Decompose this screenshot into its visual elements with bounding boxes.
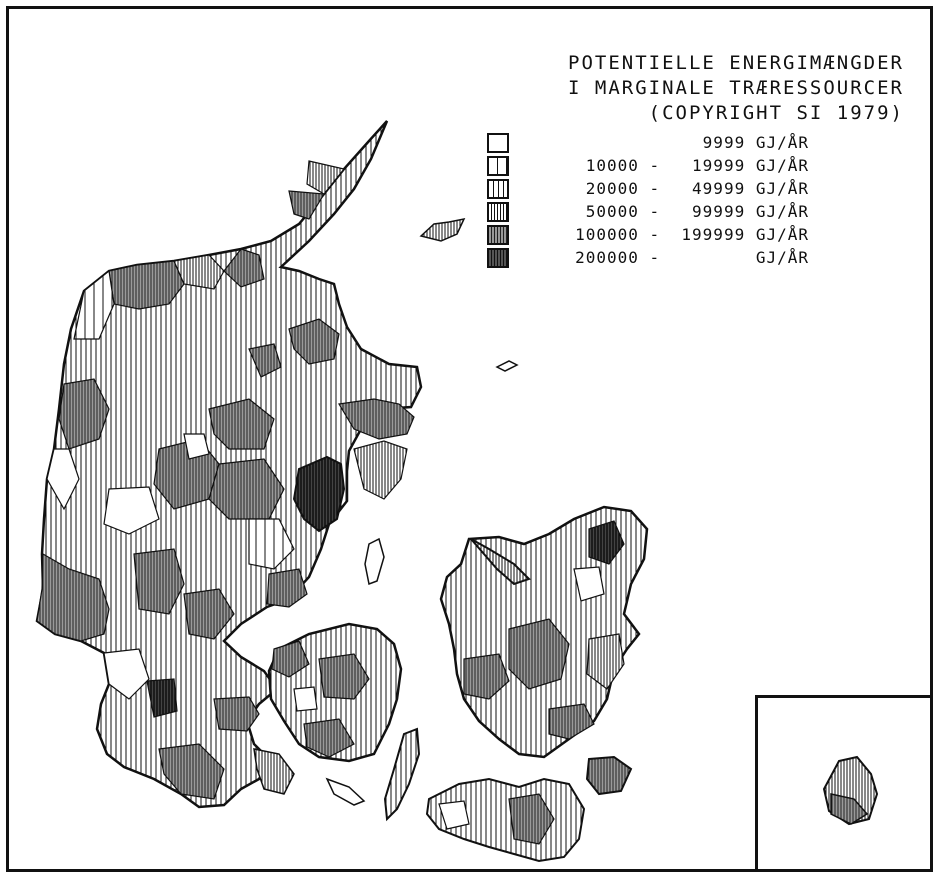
legend-swatch-blank: [487, 132, 509, 153]
region-fyn: [267, 622, 403, 763]
district-west-4: [36, 552, 110, 642]
legend-swatch-sparse: [487, 155, 509, 176]
lolland-district-1: [508, 793, 555, 845]
lolland-outline: [425, 777, 586, 863]
legend: 9999 GJ/ÅR 10000 - 19999 GJ/ÅR 20000 - 4…: [487, 131, 809, 269]
district-mid-6: [248, 518, 295, 570]
legend-label: 200000 - GJ/ÅR: [575, 248, 809, 267]
district-mid-1: [208, 398, 275, 450]
lolland-district-2: [438, 800, 470, 830]
district-east-2: [353, 440, 408, 500]
legend-swatch-medium: [487, 178, 509, 199]
legend-item: 200000 - GJ/ÅR: [487, 246, 809, 269]
bornholm-district-1: [830, 793, 869, 825]
legend-label: 50000 - 99999 GJ/ÅR: [575, 202, 809, 221]
district-south-4: [146, 678, 178, 718]
legend-item: 100000 - 199999 GJ/ÅR: [487, 223, 809, 246]
legend-label: 9999 GJ/ÅR: [575, 133, 809, 152]
sjaelland-district-4: [548, 703, 595, 740]
island-aero: [325, 777, 366, 806]
legend-label: 100000 - 199999 GJ/ÅR: [575, 225, 809, 244]
island-mon: [585, 755, 633, 796]
district-north-5: [306, 160, 346, 195]
district-aarhus: [292, 455, 346, 533]
map-frame: POTENTIELLE ENERGIMÆNGDER I MARGINALE TRÆ…: [6, 6, 933, 872]
district-north-4: [288, 190, 326, 220]
district-north-3: [223, 248, 265, 288]
denmark-map: [35, 120, 879, 863]
title-line-3: (COPYRIGHT SI 1979): [648, 102, 904, 124]
legend-swatch-dark: [487, 247, 509, 268]
legend-item: 9999 GJ/ÅR: [487, 131, 809, 154]
district-south-7: [103, 648, 150, 700]
district-south-1: [133, 548, 185, 615]
sjaelland-district-1: [508, 618, 570, 690]
district-north-1: [108, 260, 185, 310]
fyn-district-3: [271, 640, 310, 678]
district-east-1: [338, 398, 415, 440]
island-langeland: [383, 727, 421, 822]
district-south-2: [183, 588, 235, 640]
island-samso: [364, 537, 385, 586]
legend-item: 10000 - 19999 GJ/ÅR: [487, 154, 809, 177]
island-sejero: [470, 538, 531, 586]
sjaelland-district-2: [588, 520, 625, 565]
district-northeast-1: [288, 318, 340, 365]
district-west-3: [46, 448, 80, 511]
title-line-1: POTENTIELLE ENERGIMÆNGDER: [568, 52, 904, 74]
title-line-2: I MARGINALE TRÆRESSOURCER: [568, 77, 904, 99]
fyn-district-2: [303, 718, 355, 758]
region-lolland-falster: [425, 777, 586, 863]
legend-label: 20000 - 49999 GJ/ÅR: [575, 179, 809, 198]
map-title: POTENTIELLE ENERGIMÆNGDER I MARGINALE TRÆ…: [568, 51, 904, 126]
legend-item: 50000 - 99999 GJ/ÅR: [487, 200, 809, 223]
district-south-3: [266, 568, 308, 608]
district-south-6: [158, 743, 225, 800]
sjaelland-district-3: [463, 653, 510, 700]
legend-swatch-dense: [487, 201, 509, 222]
district-west-1: [58, 378, 110, 450]
legend-label: 10000 - 19999 GJ/ÅR: [575, 156, 809, 175]
sjaelland-district-5: [573, 566, 605, 602]
island-als: [253, 748, 295, 795]
district-north-2: [173, 254, 225, 290]
bornholm-inset-frame: [755, 695, 930, 869]
region-sjaelland: [439, 505, 649, 759]
island-anholt: [495, 360, 519, 372]
district-mid-4: [183, 433, 210, 460]
district-northeast-2: [248, 343, 282, 378]
district-mid-5: [103, 486, 160, 535]
fyn-district-1: [318, 653, 370, 700]
island-laeso: [419, 217, 466, 242]
district-south-5: [213, 696, 260, 732]
fyn-district-4: [293, 686, 318, 712]
district-west-2: [73, 269, 115, 340]
legend-swatch-grey: [487, 224, 509, 245]
region-jylland: [35, 120, 423, 809]
sjaelland-district-6: [586, 633, 625, 690]
legend-item: 20000 - 49999 GJ/ÅR: [487, 177, 809, 200]
